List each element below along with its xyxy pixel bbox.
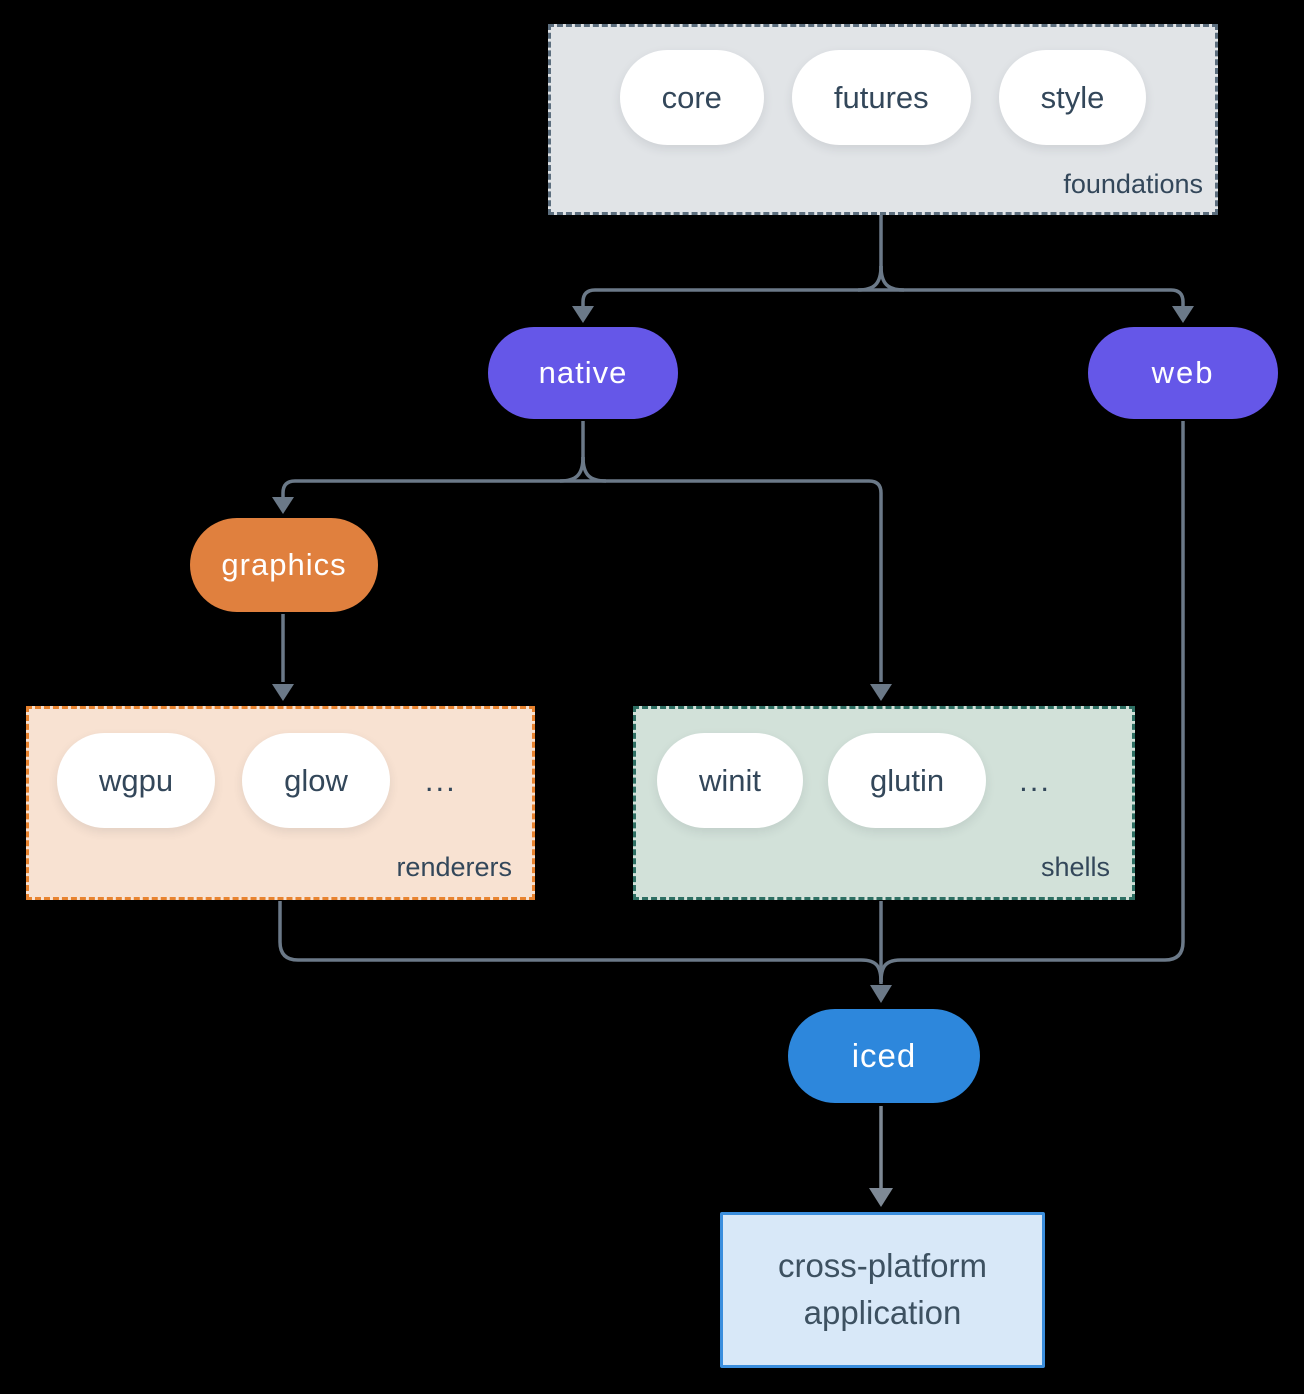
arrowhead-to-shells (870, 684, 892, 701)
arrow-foundations-flare-left (857, 265, 883, 292)
arrow-native-flare-left (559, 456, 585, 483)
arrow-foundations-flare-right (879, 265, 905, 292)
foundations-pill-row: core futures style (551, 27, 1215, 145)
renderers-label: renderers (396, 852, 512, 882)
group-shells: winit glutin ... shells (633, 706, 1135, 900)
arrowhead-to-iced (870, 985, 892, 1003)
arrowhead-to-graphics (272, 497, 294, 514)
shells-label: shells (1040, 852, 1110, 882)
node-glutin: glutin (828, 733, 987, 828)
arrow-foundations-split-bar (581, 288, 1185, 308)
node-futures: futures (791, 50, 971, 145)
group-renderers: wgpu glow ... renderers (26, 706, 535, 900)
node-web: web (1088, 327, 1278, 419)
arrowhead-to-application (869, 1188, 893, 1207)
arrow-native-flare-right (581, 456, 607, 483)
shells-ellipsis: ... (1019, 762, 1051, 798)
node-cross-platform-application: cross-platform application (720, 1212, 1045, 1368)
shells-pill-row: winit glutin ... (636, 709, 1132, 828)
arrow-merge-flare-right (879, 958, 902, 983)
node-iced: iced (788, 1009, 980, 1103)
arrowhead-to-native (572, 306, 594, 323)
group-foundations: core futures style foundations (548, 24, 1218, 215)
node-graphics: graphics (190, 518, 378, 612)
arrow-renderers-merge (278, 901, 861, 962)
node-glow: glow (242, 733, 390, 828)
arrow-native-split-bar (281, 479, 883, 682)
arrow-merge-flare-left (860, 958, 883, 983)
renderers-ellipsis: ... (424, 762, 457, 798)
node-core: core (619, 50, 764, 145)
foundations-label: foundations (1063, 169, 1203, 199)
node-native: native (488, 327, 678, 419)
node-winit: winit (657, 733, 804, 828)
application-label-line1: cross-platform (777, 1247, 988, 1285)
arrowhead-to-renderers (272, 684, 294, 701)
renderers-pill-row: wgpu glow ... (29, 709, 532, 828)
node-style: style (998, 50, 1147, 145)
arrowhead-to-web (1172, 306, 1194, 323)
node-wgpu: wgpu (57, 733, 216, 828)
arrow-web-merge (901, 421, 1185, 962)
application-label-line2: application (803, 1294, 962, 1331)
